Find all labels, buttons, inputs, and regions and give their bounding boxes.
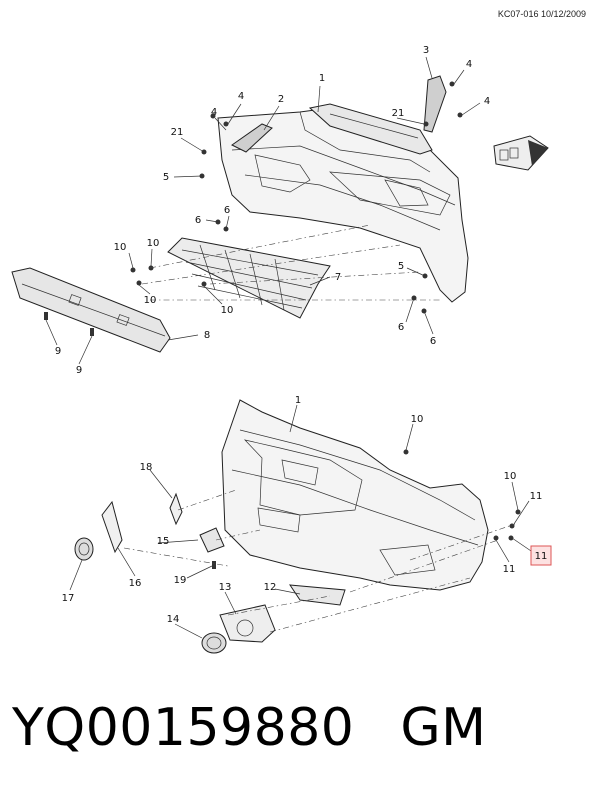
callout-9-b: 9 [76,365,82,376]
bottom-lower-trim-12 [289,584,346,606]
leader-lines [45,56,535,639]
callout-21-b: 21 [171,127,184,138]
callout-6-a: 6 [195,215,201,226]
callout-1-top: 1 [319,73,325,84]
callout-17: 17 [62,593,75,604]
bezel-16 [101,500,123,554]
top-bracket-3 [423,75,447,133]
callout-10-c: 10 [144,295,157,306]
callout-11-highlight-box [530,545,552,566]
callout-10-a: 10 [114,242,127,253]
part-number: YQ00159880 [12,698,355,758]
callout-5-b: 5 [398,261,404,272]
callout-6-c: 6 [398,322,404,333]
callout-12: 12 [264,582,277,593]
top-upper-grille-bar [308,103,433,155]
callout-5-a: 5 [163,172,169,183]
callout-15: 15 [157,536,170,547]
callout-4-a: 4 [466,59,472,70]
callout-13: 13 [219,582,232,593]
callout-7: 7 [335,272,341,283]
callout-11-highlight: 11 [535,551,548,562]
callout-19: 19 [174,575,187,586]
callout-4-d: 4 [211,107,217,118]
cover-15 [199,527,225,553]
top-bumper-fascia [217,107,469,303]
bottom-fasteners [212,449,521,569]
connector-detail [493,135,549,171]
insert-18 [169,492,183,526]
lower-grille-7 [167,237,331,319]
callout-16: 16 [129,578,142,589]
energy-absorber-8 [11,267,171,353]
diagram-code: KC07-016 10/12/2009 [497,9,586,19]
callout-10-d: 10 [221,305,234,316]
callout-1-bottom: 1 [295,395,301,406]
callout-2-top: 2 [278,94,284,105]
brand-name: GM [400,698,487,758]
callout-8: 8 [204,330,210,341]
callout-14: 14 [167,614,180,625]
top-dashed-alignment-lines [141,224,440,301]
callout-4-c: 4 [238,91,244,102]
callout-10-f: 10 [504,471,517,482]
callout-21-a: 21 [392,108,405,119]
callout-11-b: 11 [503,564,516,575]
exploded-parts-diagram: 1 2 3 4 4 4 4 21 21 5 5 6 6 6 6 7 8 9 9 … [11,45,552,654]
part-number-footer: YQ00159880 GM [12,698,487,758]
bottom-dashed-alignment-lines [123,489,516,633]
callout-3-top: 3 [423,45,429,56]
fog-bezel-13 [219,604,276,643]
bottom-bumper-fascia [221,399,489,591]
callout-9-a: 9 [55,346,61,357]
callout-10-b: 10 [147,238,160,249]
callout-10-e: 10 [411,414,424,425]
callout-18: 18 [140,462,153,473]
callout-4-b: 4 [484,96,490,107]
callout-6-d: 6 [430,336,436,347]
callout-numbers: 1 2 3 4 4 4 4 21 21 5 5 6 6 6 6 7 8 9 9 … [55,45,552,625]
callout-6-b: 6 [224,205,230,216]
fog-lamp-17 [74,537,94,561]
fog-lamp-14 [201,632,227,654]
callout-11-a: 11 [530,491,543,502]
top-bracket-2 [231,123,273,153]
